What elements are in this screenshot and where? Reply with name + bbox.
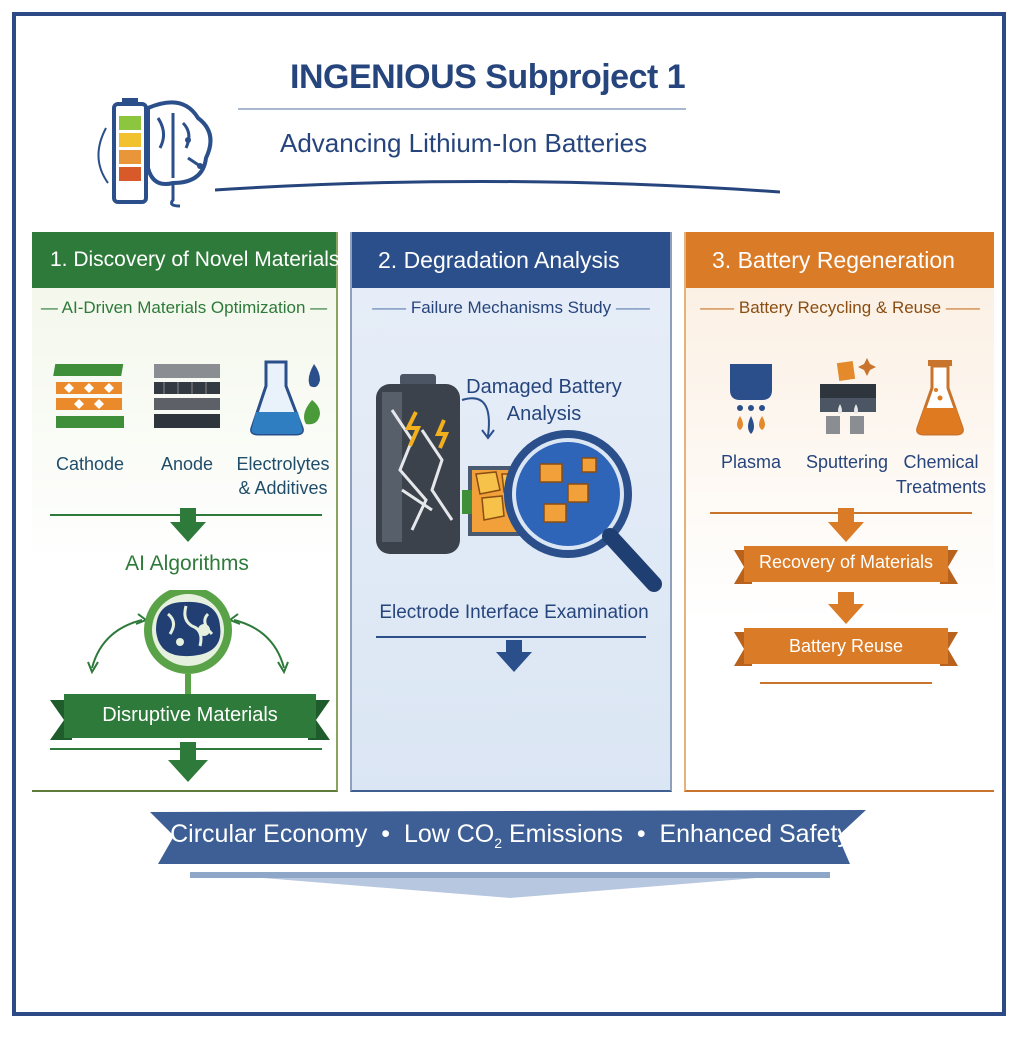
emissions-text: Emissions	[502, 820, 623, 848]
chemical-treatments-label-text: Chemical Treatments	[895, 452, 987, 498]
down-arrow-icon	[828, 592, 864, 624]
panel-3-bottom-divider	[760, 682, 932, 684]
panel-materials-discovery: 1. Discovery of Novel Materials — AI-Dri…	[32, 232, 339, 792]
panel-2-heading: 2. Degradation Analysis	[352, 232, 670, 288]
plasma-label: Plasma	[720, 452, 782, 472]
flask-icon	[250, 360, 320, 436]
panel-1-heading: 1. Discovery of Novel Materials	[32, 232, 339, 288]
recovery-of-materials-label: Recovery of Materials	[758, 552, 934, 572]
damaged-battery-callout-text: Damaged Battery Analysis	[466, 376, 622, 425]
bottom-banner-text: Circular Economy • Low CO2 Emissions • E…	[170, 820, 850, 851]
down-arrow-icon	[170, 508, 206, 542]
battery-reuse-label: Battery Reuse	[788, 636, 904, 656]
down-arrow-icon	[828, 508, 864, 542]
chemical-treatments-label: Chemical Treatments	[886, 450, 996, 500]
co2-subscript: 2	[494, 835, 503, 851]
low-co2-label: Low CO2 Emissions	[403, 820, 623, 851]
electrolytes-label: Electrolytes & Additives	[228, 452, 338, 501]
panel-1-subheading-text: AI-Driven Materials Optimization	[61, 298, 306, 317]
electrolytes-label-text: Electrolytes & Additives	[236, 454, 330, 499]
panel-1-subheading: — AI-Driven Materials Optimization —	[40, 298, 328, 317]
page-title: INGENIOUS Subproject 1	[290, 58, 686, 96]
disruptive-materials-label: Disruptive Materials	[102, 704, 278, 726]
plasma-icon	[730, 364, 772, 434]
enhanced-safety-label: Enhanced Safety	[659, 820, 850, 848]
disruptive-materials-ribbon	[50, 694, 330, 740]
panel-degradation-analysis: 2. Degradation Analysis —— Failure Mecha…	[350, 232, 672, 792]
page-subtitle: Advancing Lithium-Ion Batteries	[280, 128, 648, 158]
title-divider	[238, 108, 686, 110]
panel-2-subheading: —— Failure Mechanisms Study ——	[372, 298, 650, 317]
panel-3-subheading: —— Battery Recycling & Reuse ——	[700, 298, 980, 317]
bottom-banner	[150, 810, 866, 898]
panel-2-subheading-text: Failure Mechanisms Study	[410, 298, 612, 317]
damaged-battery-icon	[376, 374, 662, 592]
anode-label: Anode	[160, 454, 214, 474]
circular-economy-label: Circular Economy	[170, 820, 368, 848]
panel-battery-regeneration: 3. Battery Regeneration —— Battery Recyc…	[684, 232, 994, 792]
battery-reuse-ribbon	[734, 628, 958, 666]
sputtering-label: Sputtering	[805, 452, 889, 472]
electrode-interface-label: Electrode Interface Examination	[379, 602, 649, 623]
panel-2-divider	[376, 636, 646, 638]
ai-algorithms-label: AI Algorithms	[125, 552, 249, 575]
panel-3-heading: 3. Battery Regeneration	[686, 232, 994, 288]
ai-brain-icon	[87, 590, 289, 700]
damaged-battery-callout: Damaged Battery Analysis	[460, 374, 628, 428]
battery-brain-logo	[97, 98, 213, 208]
cathode-icon	[53, 364, 124, 428]
panel-3-subheading-text: Battery Recycling & Reuse	[738, 298, 942, 317]
down-arrow-icon	[168, 742, 208, 782]
sputtering-icon	[820, 358, 876, 434]
down-arrow-icon	[496, 640, 532, 672]
recovery-ribbon	[734, 546, 958, 584]
subtitle-swoosh	[215, 179, 780, 194]
chemical-flask-icon	[916, 360, 964, 436]
low-co2-text: Low CO	[403, 820, 495, 848]
anode-icon	[154, 364, 220, 428]
cathode-label: Cathode	[55, 454, 125, 474]
